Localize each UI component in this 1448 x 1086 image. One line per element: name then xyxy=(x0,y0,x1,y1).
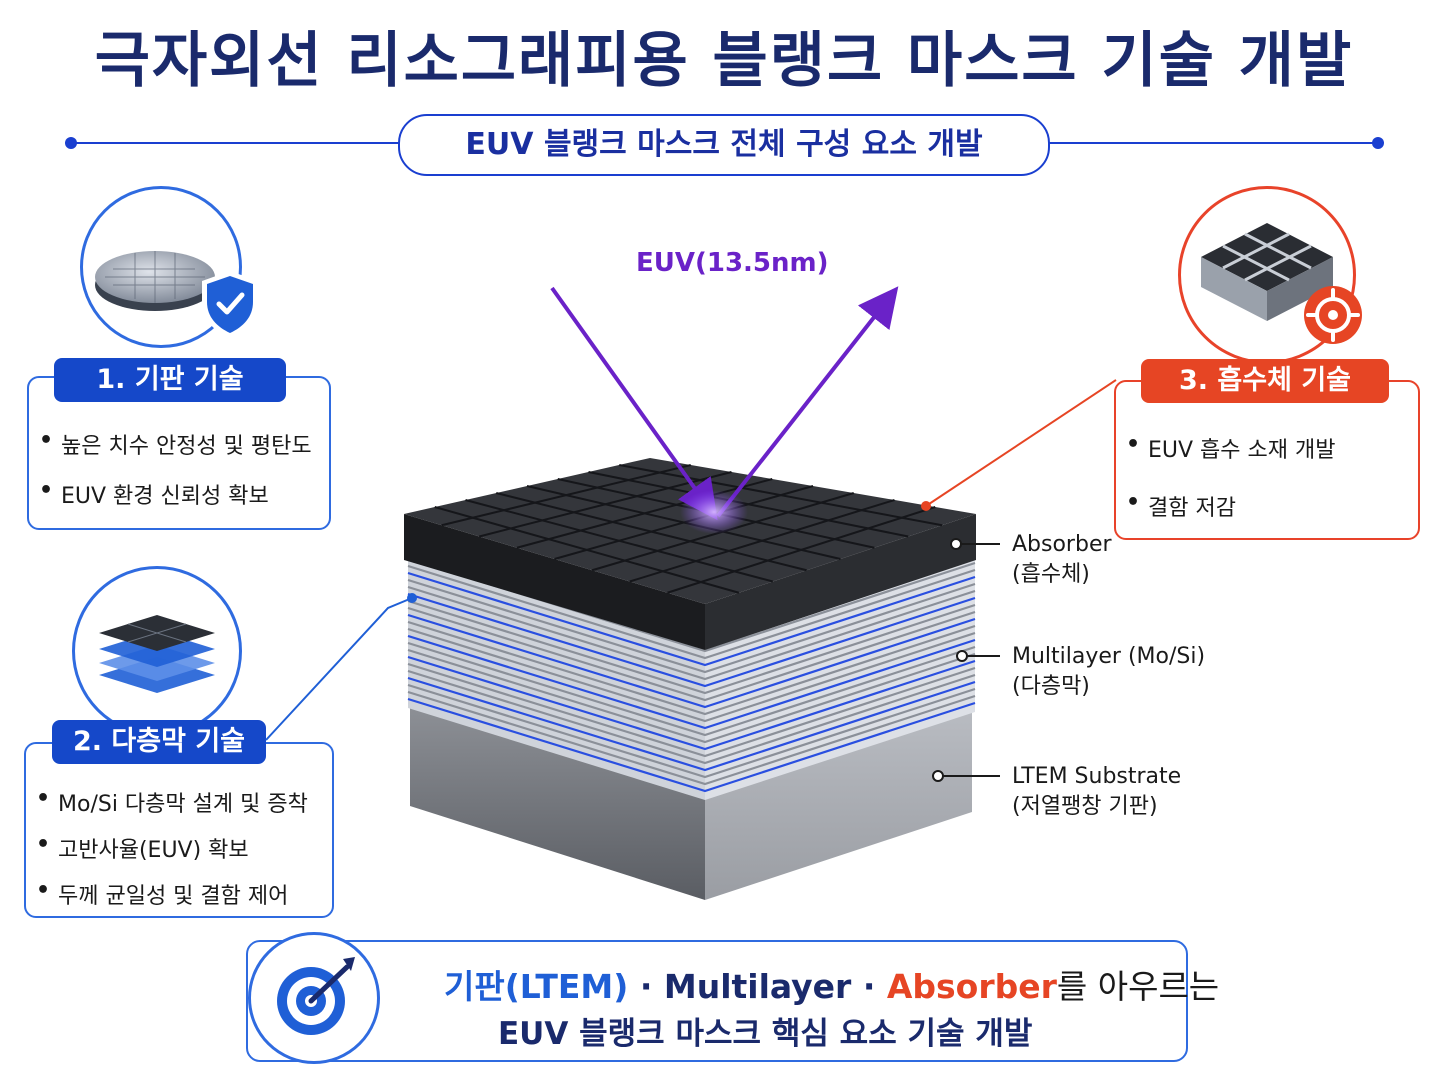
subtitle-pill: EUV 블랭크 마스크 전체 구성 요소 개발 xyxy=(398,114,1050,176)
substrate-label: LTEM Substrate (저열팽창 기판) xyxy=(1012,762,1181,822)
absorber-card: EUV 흡수 소재 개발 결함 저감 xyxy=(1114,380,1420,540)
list-item: 결함 저감 xyxy=(1116,490,1418,522)
absorber-grid-line xyxy=(588,471,909,538)
absorber-grid-line xyxy=(619,464,943,527)
absorber-grid-line xyxy=(667,506,936,594)
absorber-tag: 3. 흡수체 기술 xyxy=(1141,359,1389,403)
page-title: 극자외선 리소그래피용 블랭크 마스크 기술 개발 xyxy=(94,26,1354,96)
summary-substrate: 기판(LTEM) xyxy=(444,967,629,1006)
multilayer-illustration xyxy=(72,566,242,736)
list-item: EUV 환경 신뢰성 확보 xyxy=(29,478,329,510)
multilayer-stripe xyxy=(407,683,976,779)
multilayer-stripe xyxy=(407,690,976,786)
wafer-icon xyxy=(95,251,215,311)
ltem-substrate xyxy=(410,706,972,900)
list-item: 높은 치수 안정성 및 평탄도 xyxy=(29,428,329,460)
summary-absorber: Absorber xyxy=(886,967,1057,1006)
separator: · xyxy=(851,967,887,1006)
multilayer-stripe xyxy=(407,655,976,751)
euv-wavelength-label: EUV(13.5nm) xyxy=(636,248,829,278)
multilayer-stripe xyxy=(407,592,976,688)
substrate-illustration xyxy=(80,186,242,348)
layer-name: Absorber xyxy=(1012,532,1112,557)
layer-sub: (흡수체) xyxy=(1012,562,1090,587)
list-item: EUV 흡수 소재 개발 xyxy=(1116,432,1418,464)
multilayer-stripe xyxy=(407,606,976,702)
multilayer-stripe xyxy=(407,669,976,765)
euv-rays xyxy=(550,286,899,534)
list-item: 고반사율(EUV) 확보 xyxy=(26,832,332,864)
multilayer-stripe xyxy=(407,641,976,737)
multilayer-stripe xyxy=(407,676,976,772)
multilayer-stripe xyxy=(407,585,976,681)
multilayer-stack xyxy=(407,550,976,800)
summary-emblem xyxy=(248,932,380,1064)
multilayer-stripe xyxy=(407,662,976,758)
multilayer-card: Mo/Si 다층막 설계 및 증착 고반사율(EUV) 확보 두께 균일성 및 … xyxy=(24,742,334,918)
multilayer-stripe xyxy=(407,571,976,667)
summary-multilayer: Multilayer xyxy=(663,967,852,1006)
multilayer-stripe xyxy=(407,620,976,716)
multilayer-stripe xyxy=(407,627,976,723)
layer-sub: (다층막) xyxy=(1012,674,1090,699)
absorber-layer xyxy=(404,458,976,650)
substrate-tag: 1. 기판 기술 xyxy=(54,358,286,402)
multilayer-stripe xyxy=(407,648,976,744)
multilayer-label: Multilayer (Mo/Si) (다층막) xyxy=(1012,642,1205,702)
divider-dot-right xyxy=(1372,137,1384,149)
summary-tail: 를 아우르는 xyxy=(1056,967,1220,1006)
leader-lines xyxy=(940,543,1000,777)
multilayer-stripe xyxy=(407,599,976,695)
target-icon xyxy=(1302,284,1364,346)
shield-check-icon xyxy=(198,268,262,340)
list-item: 두께 균일성 및 결함 제어 xyxy=(26,878,332,910)
summary-line-2: EUV 블랭크 마스크 핵심 요소 기술 개발 xyxy=(498,1016,1033,1052)
absorber-label: Absorber (흡수체) xyxy=(1012,530,1112,590)
separator: · xyxy=(628,967,664,1006)
absorber-grid-line xyxy=(629,499,895,583)
layer-sub: (저열팽창 기판) xyxy=(1012,794,1158,819)
multilayer-stripe xyxy=(407,613,976,709)
bullseye-arrow-icon xyxy=(277,957,355,1035)
summary-line-1: 기판(LTEM) · Multilayer · Absorber를 아우르는 xyxy=(444,960,1219,1008)
multilayer-stripe xyxy=(407,697,976,793)
layer-stack-icon xyxy=(99,615,215,693)
multilayer-stripe xyxy=(407,634,976,730)
multilayer-stripe xyxy=(407,564,976,660)
absorber-grid-icon xyxy=(1201,223,1333,321)
multilayer-stripe xyxy=(407,578,976,674)
multilayer-tag: 2. 다층막 기술 xyxy=(52,720,266,764)
absorber-grid-line xyxy=(554,485,814,560)
layer-name: Multilayer (Mo/Si) xyxy=(1012,644,1206,669)
divider-dot-left xyxy=(65,137,77,149)
list-item: Mo/Si 다층막 설계 및 증착 xyxy=(26,786,332,818)
summary-box xyxy=(246,940,1188,1062)
layer-name: LTEM Substrate xyxy=(1012,764,1182,789)
